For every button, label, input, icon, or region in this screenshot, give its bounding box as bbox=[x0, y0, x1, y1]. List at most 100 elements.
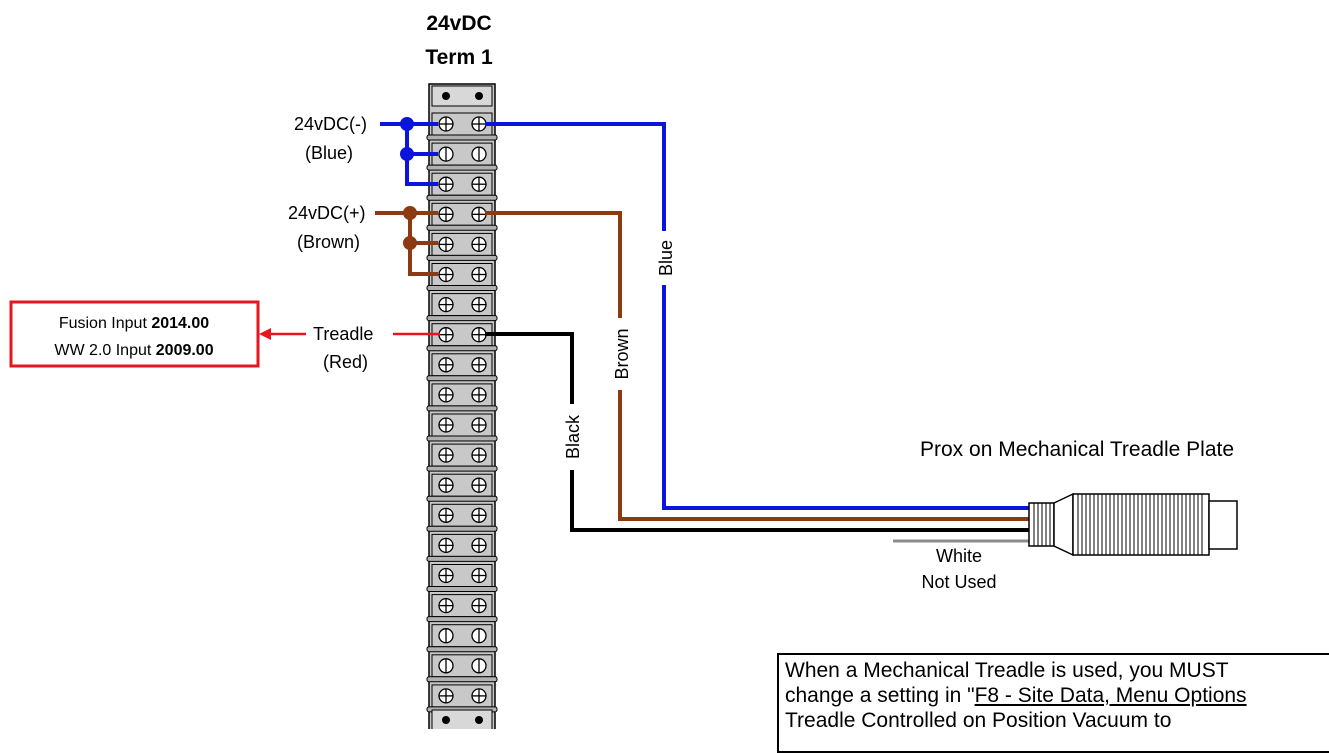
terminal-row bbox=[426, 293, 498, 322]
terminal-row bbox=[426, 142, 498, 171]
mechanical-treadle-note: When a Mechanical Treadle is used, you M… bbox=[777, 653, 1329, 753]
terminal-screw-icon bbox=[471, 537, 487, 554]
terminal-title-line2: Term 1 bbox=[425, 46, 493, 69]
terminal-row bbox=[426, 323, 498, 352]
terminal-row bbox=[426, 564, 498, 592]
terminal-screw-icon bbox=[438, 567, 454, 584]
terminal-screw-icon bbox=[438, 206, 454, 222]
white-wire-status-label: Not Used bbox=[921, 572, 996, 592]
terminal-screw-icon bbox=[438, 417, 454, 433]
note-line-2-prefix: change a setting in " bbox=[785, 684, 975, 707]
treadle-color-label: (Red) bbox=[323, 352, 368, 372]
mounting-hole-bottom-right bbox=[475, 716, 483, 724]
terminal-screw-icon bbox=[438, 266, 454, 283]
input-address-box bbox=[9, 300, 260, 368]
terminal-title-line1: 24vDC bbox=[426, 12, 491, 35]
prox-sensor-taper bbox=[1053, 492, 1074, 557]
input-arrow-head bbox=[259, 328, 271, 340]
terminal-row bbox=[426, 654, 498, 683]
terminal-row bbox=[426, 202, 498, 231]
terminal-screw-icon bbox=[438, 146, 454, 162]
note-line-1: When a Mechanical Treadle is used, you M… bbox=[785, 659, 1229, 682]
terminal-screw-icon bbox=[471, 447, 487, 463]
terminal-screw-icon bbox=[438, 236, 454, 253]
blue-junction-dot bbox=[400, 117, 414, 131]
terminal-row bbox=[426, 624, 498, 653]
terminal-screw-icon bbox=[471, 176, 487, 192]
terminal-screw-icon bbox=[471, 206, 487, 222]
terminal-screw-icon bbox=[471, 628, 487, 644]
prox-sensor-face bbox=[1208, 500, 1238, 550]
black-wire-label: Black bbox=[563, 414, 583, 459]
terminal-screw-icon bbox=[471, 146, 487, 162]
terminal-row bbox=[426, 684, 498, 713]
terminal-screw-icon bbox=[471, 266, 487, 283]
neg-supply-color-label: (Blue) bbox=[305, 143, 353, 163]
terminal-screw-icon bbox=[438, 597, 454, 614]
ww-input-prefix: WW 2.0 Input bbox=[54, 342, 155, 359]
note-line-3: Treadle Controlled on Position Vacuum to bbox=[785, 709, 1172, 732]
site-data-menu-link[interactable]: F8 - Site Data, Menu Options bbox=[974, 684, 1247, 707]
prox-sensor-label: Prox on Mechanical Treadle Plate bbox=[920, 438, 1234, 461]
brown-jumper-loop bbox=[408, 213, 438, 276]
terminal-screw-icon bbox=[471, 477, 487, 493]
terminal-screw-icon bbox=[471, 567, 487, 584]
blue-junction-dot bbox=[400, 147, 414, 161]
terminal-screw-icon bbox=[438, 327, 454, 343]
treadle-label: Treadle bbox=[313, 324, 373, 344]
terminal-screw-icon bbox=[438, 507, 454, 523]
wiring-diagram: 24vDC Term 1 Blue Brown Black 24vDC(-) (… bbox=[9, 12, 1238, 729]
terminal-screw-icon bbox=[438, 688, 454, 704]
fusion-input-prefix: Fusion Input bbox=[59, 315, 152, 332]
terminal-row bbox=[426, 413, 498, 442]
terminal-row bbox=[426, 383, 498, 412]
terminal-row bbox=[426, 443, 498, 472]
fusion-input-value: 2014.00 bbox=[151, 315, 209, 332]
terminal-screw-icon bbox=[438, 477, 454, 493]
brown-wire-label: Brown bbox=[612, 328, 632, 379]
terminal-row bbox=[426, 232, 498, 261]
terminal-screw-icon bbox=[438, 176, 454, 192]
terminal-row bbox=[426, 473, 498, 502]
terminal-row bbox=[426, 353, 498, 382]
terminal-screw-icon bbox=[471, 658, 487, 674]
terminal-screw-icon bbox=[471, 688, 487, 704]
terminal-screw-icon bbox=[438, 658, 454, 674]
mounting-hole-top-right bbox=[475, 92, 483, 100]
terminal-screw-icon bbox=[438, 387, 454, 403]
terminal-row bbox=[426, 172, 498, 201]
terminal-screw-icon bbox=[471, 417, 487, 433]
note-line-2: change a setting in "F8 - Site Data, Men… bbox=[785, 683, 1329, 708]
pos-supply-label: 24vDC(+) bbox=[288, 203, 366, 223]
mounting-hole-bottom-left bbox=[442, 716, 450, 724]
terminal-screw-icon bbox=[471, 116, 487, 132]
neg-supply-label: 24vDC(-) bbox=[294, 114, 367, 134]
terminal-screw-icon bbox=[471, 357, 487, 373]
terminal-screw-icon bbox=[438, 116, 454, 132]
terminal-row bbox=[426, 594, 498, 623]
fusion-input-line: Fusion Input 2014.00 bbox=[59, 315, 209, 332]
terminal-block bbox=[426, 83, 498, 729]
ww-input-line: WW 2.0 Input 2009.00 bbox=[54, 342, 213, 359]
blue-wire-label: Blue bbox=[656, 240, 676, 276]
white-wire-label: White bbox=[936, 546, 982, 566]
terminal-screw-icon bbox=[471, 236, 487, 253]
terminal-screw-icon bbox=[471, 296, 487, 313]
terminal-block-top-cap bbox=[431, 85, 493, 107]
pos-supply-color-label: (Brown) bbox=[297, 232, 360, 252]
blue-jumper-loop bbox=[405, 124, 438, 186]
prox-sensor-icon bbox=[1028, 492, 1238, 557]
terminal-screw-icon bbox=[438, 447, 454, 463]
brown-cable-wire bbox=[485, 211, 1032, 521]
terminal-row bbox=[426, 533, 498, 562]
terminal-screw-icon bbox=[438, 296, 454, 313]
brown-junction-dot bbox=[403, 206, 417, 220]
terminal-row bbox=[426, 112, 498, 141]
mounting-hole-top-left bbox=[442, 92, 450, 100]
prox-sensor-threaded-body bbox=[1072, 493, 1210, 556]
terminal-screw-icon bbox=[438, 537, 454, 554]
terminal-row bbox=[426, 263, 498, 291]
terminal-screw-icon bbox=[438, 357, 454, 373]
terminal-screw-icon bbox=[471, 597, 487, 614]
terminal-row bbox=[426, 503, 498, 532]
